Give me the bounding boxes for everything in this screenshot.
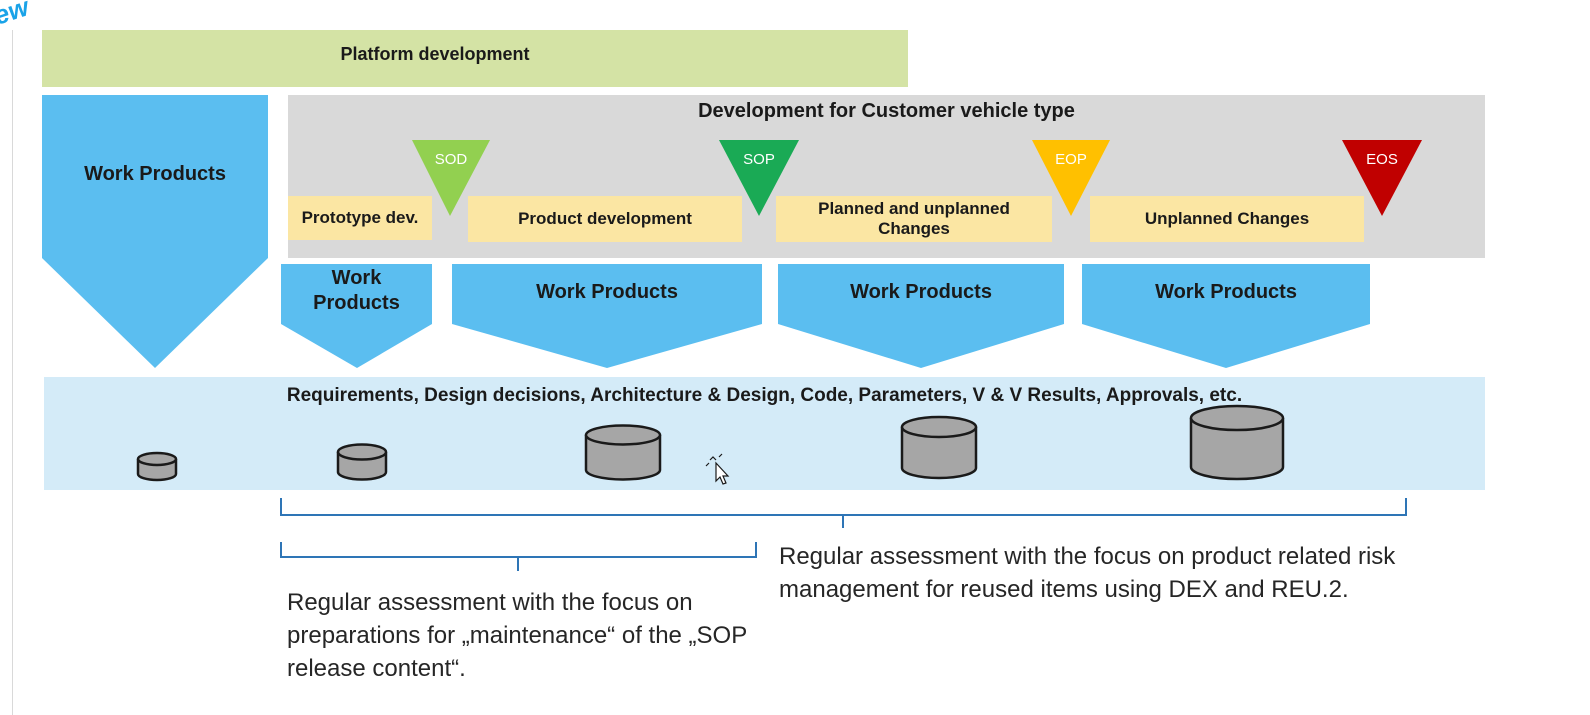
work-products-arrow-planned: [778, 264, 1064, 368]
milestone-eos-triangle: [1342, 140, 1422, 216]
milestone-sop-label: SOP: [743, 151, 775, 168]
work-products-unplanned-label: Work Products: [1155, 281, 1297, 303]
bracket-short: [280, 542, 757, 571]
platform-development-bar: Platform development: [42, 30, 908, 87]
database-icon-1: [136, 451, 178, 482]
milestone-sod-label: SOD: [434, 151, 468, 168]
work-products-prototype-text: Work Products: [313, 267, 400, 314]
work-products-arrow-main: [42, 95, 268, 368]
milestone-eos-label: EOS: [1366, 151, 1398, 168]
phase-product-development: Product development: [468, 196, 742, 242]
work-products-planned-label: Work Products: [850, 281, 992, 303]
database-icon-5: [1189, 404, 1285, 481]
bracket-long: [280, 498, 1407, 528]
milestone-eop-label: EOP: [1055, 151, 1087, 168]
move-cursor-icon: [705, 453, 730, 485]
phase-label: Unplanned Changes: [1144, 208, 1310, 228]
assessment-note-left: Regular assessment with the focus on pre…: [287, 589, 747, 683]
work-products-product-label: Work Products: [536, 281, 678, 303]
assessment-note-right: Regular assessment with the focus on pro…: [779, 543, 1396, 604]
milestone-sop-triangle: [719, 140, 799, 216]
milestone-sod-triangle: [412, 140, 490, 216]
milestone-eop-triangle: [1032, 140, 1110, 216]
work-products-arrow-prototype: [281, 264, 432, 368]
slide-edge-line: [12, 30, 13, 715]
database-icon-3: [584, 424, 662, 481]
work-products-prototype-label: Work Products: [281, 266, 432, 316]
work-products-main-label: Work Products: [84, 163, 226, 185]
database-icon-2: [336, 443, 388, 481]
customer-development-title: Development for Customer vehicle type: [698, 100, 1075, 122]
phase-label: Prototype dev.: [301, 207, 419, 227]
phase-prototype-dev: Prototype dev.: [288, 196, 432, 240]
work-products-arrow-unplanned: [1082, 264, 1370, 368]
database-icon-4: [900, 415, 978, 480]
phase-unplanned-changes: Unplanned Changes: [1090, 196, 1364, 242]
requirements-label: Requirements, Design decisions, Architec…: [286, 385, 1243, 406]
work-products-arrow-product: [452, 264, 762, 368]
phase-label: Product development: [518, 208, 692, 228]
phase-planned-unplanned-changes: Planned and unplanned Changes: [776, 196, 1052, 242]
phase-label: Planned and unplanned Changes: [818, 198, 1010, 238]
platform-development-label: Platform development: [340, 44, 530, 64]
